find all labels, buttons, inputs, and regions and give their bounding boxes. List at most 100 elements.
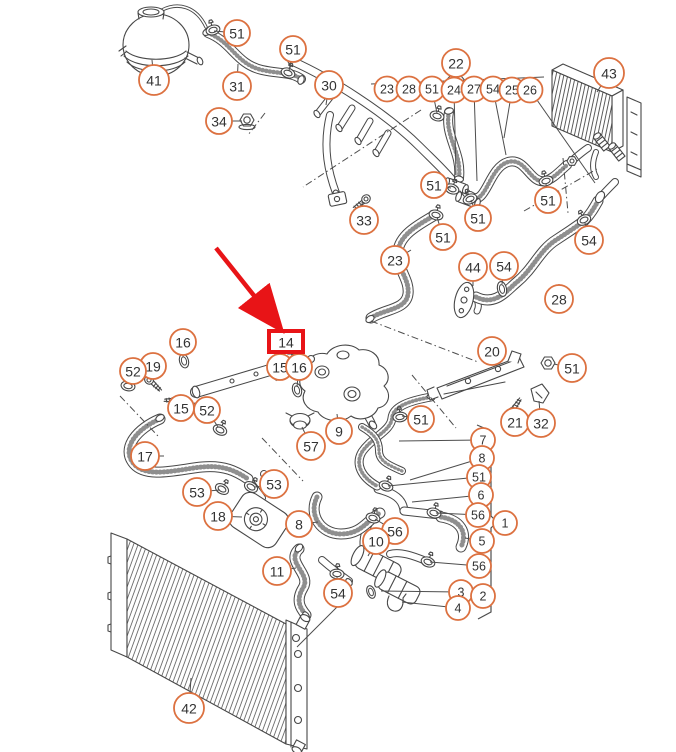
callout-18[interactable]: 18 [203, 501, 233, 531]
callout-15[interactable]: 15 [167, 394, 195, 422]
callout-54[interactable]: 54 [574, 225, 604, 255]
clip-32 [530, 383, 550, 404]
callout-7[interactable]: 7 [470, 427, 496, 453]
callout-label: 51 [426, 178, 442, 194]
callout-label: 41 [146, 73, 162, 89]
callout-4[interactable]: 4 [445, 595, 471, 621]
callout-20[interactable]: 20 [477, 336, 507, 366]
callout-56[interactable]: 56 [465, 502, 491, 528]
callout-10[interactable]: 10 [362, 527, 390, 555]
callout-33[interactable]: 33 [349, 205, 379, 235]
callout-label: 53 [189, 485, 205, 501]
callout-28[interactable]: 28 [544, 284, 574, 314]
callout-57[interactable]: 57 [296, 431, 326, 461]
callout-15[interactable]: 15 [266, 353, 294, 381]
callout-label: 31 [229, 79, 245, 95]
callout-56[interactable]: 56 [466, 553, 492, 579]
callout-5[interactable]: 5 [469, 528, 495, 554]
callout-53[interactable]: 53 [259, 469, 289, 499]
callout-34[interactable]: 34 [205, 107, 233, 135]
callout-21[interactable]: 21 [500, 407, 530, 437]
callout-42[interactable]: 42 [173, 692, 205, 724]
callout-label: 51 [470, 211, 486, 227]
callout-52[interactable]: 52 [119, 357, 147, 385]
callout-label: 9 [335, 424, 343, 440]
callout-label: 16 [175, 335, 191, 351]
callout-51[interactable]: 51 [223, 19, 251, 47]
callout-8[interactable]: 8 [285, 510, 313, 538]
part-bracket-20 [426, 350, 525, 401]
callout-51[interactable]: 51 [534, 186, 562, 214]
callout-52[interactable]: 52 [193, 396, 221, 424]
callout-label: 51 [472, 471, 486, 485]
callout-label: 52 [199, 403, 215, 419]
part-hoses [123, 28, 604, 621]
callout-label: 51 [435, 230, 451, 246]
callout-label: 5 [479, 535, 486, 549]
callout-32[interactable]: 32 [526, 408, 556, 438]
callout-label: 28 [402, 83, 416, 97]
highlight-box [267, 329, 305, 354]
callout-label: 51 [425, 83, 439, 97]
callout-label: 28 [551, 292, 567, 308]
callout-label: 4 [455, 602, 462, 616]
callout-label: 51 [229, 26, 245, 42]
callout-label: 51 [564, 361, 580, 377]
callout-51[interactable]: 51 [557, 353, 587, 383]
callout-label: 54 [486, 83, 500, 97]
callout-30[interactable]: 30 [314, 70, 344, 100]
callout-43[interactable]: 43 [593, 57, 625, 89]
callout-11[interactable]: 11 [262, 556, 292, 586]
callout-54[interactable]: 54 [489, 251, 519, 281]
part-expansion-tank [118, 4, 208, 77]
callout-label: 56 [471, 509, 485, 523]
part-thermostat-10 [350, 544, 421, 605]
callout-51[interactable]: 51 [429, 223, 457, 251]
callout-label: 16 [291, 360, 307, 376]
callout-label: 2 [480, 590, 487, 604]
callout-label: 20 [484, 344, 500, 360]
callout-31[interactable]: 31 [222, 71, 252, 101]
callout-label: 54 [496, 259, 512, 275]
callout-label: 23 [387, 253, 403, 269]
callout-54[interactable]: 54 [323, 578, 353, 608]
highlight-label: 14 [278, 335, 294, 351]
callout-label: 24 [447, 84, 461, 98]
leader-lines [129, 30, 602, 694]
callout-label: 11 [270, 564, 285, 580]
callout-label: 25 [505, 84, 519, 98]
part-coolant-pipe-15 [162, 371, 259, 407]
callout-label: 42 [181, 701, 197, 717]
callout-44[interactable]: 44 [458, 252, 488, 282]
callout-label: 10 [368, 534, 384, 550]
highlight-annotation: 14 [214, 246, 305, 354]
callout-2[interactable]: 2 [470, 583, 496, 609]
callout-51[interactable]: 51 [420, 171, 448, 199]
callout-26[interactable]: 26 [516, 76, 544, 104]
callout-label: 23 [380, 83, 394, 97]
callout-1[interactable]: 1 [492, 510, 518, 536]
callout-label: 1 [502, 517, 509, 531]
callout-17[interactable]: 17 [130, 441, 160, 471]
callout-54[interactable]: 54 [479, 75, 507, 103]
callout-16[interactable]: 16 [285, 353, 313, 381]
callout-23[interactable]: 23 [380, 245, 410, 275]
callout-16[interactable]: 16 [169, 328, 197, 356]
callout-label: 54 [581, 233, 597, 249]
callout-label: 53 [266, 477, 282, 493]
callout-41[interactable]: 41 [138, 64, 170, 96]
callout-label: 43 [601, 66, 617, 82]
nut-34-washer [238, 123, 256, 131]
callout-9[interactable]: 9 [325, 417, 353, 445]
callout-28[interactable]: 28 [395, 75, 423, 103]
callout-22[interactable]: 22 [441, 48, 471, 78]
callout-53[interactable]: 53 [182, 477, 212, 507]
callout-51[interactable]: 51 [407, 405, 435, 433]
callout-51[interactable]: 51 [279, 35, 307, 63]
callout-51[interactable]: 51 [464, 204, 492, 232]
callout-label: 56 [472, 560, 486, 574]
part-cap-57 [285, 412, 315, 430]
callout-label: 18 [210, 509, 226, 525]
callout-label: 52 [125, 364, 141, 380]
